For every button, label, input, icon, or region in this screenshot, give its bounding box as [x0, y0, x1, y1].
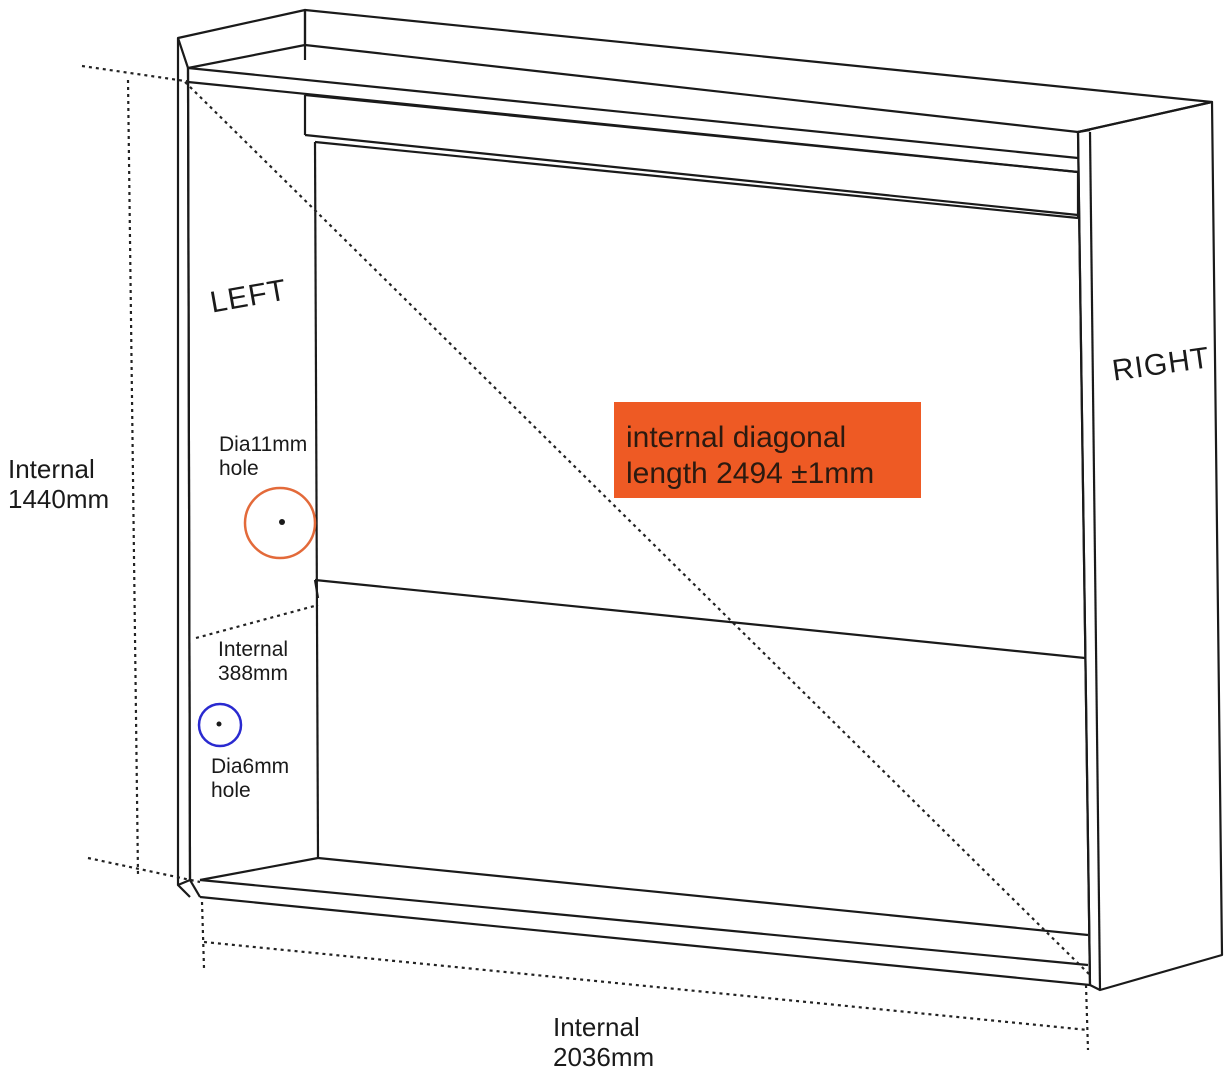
diagonal-callout-box — [614, 402, 921, 498]
right-side-panel — [1076, 100, 1224, 992]
large-hole-marker — [243, 486, 317, 560]
large-hole-center — [279, 519, 285, 525]
diagonal-callout-line1: internal diagonal — [626, 421, 847, 454]
height-dim-top-ext — [81, 64, 193, 84]
diagonal-callout-text: internal diagonal length 2494 ±1mm — [614, 402, 921, 498]
width-dim-left-ext — [200, 901, 206, 969]
width-dim-line — [203, 940, 1089, 1032]
diagonal-line — [184, 81, 1091, 976]
width-dim-right-ext — [1084, 984, 1090, 1051]
height-dimension-label: Internal 1440mm — [8, 454, 110, 514]
middle-shelf — [314, 578, 1086, 660]
bottom-panel — [317, 856, 1089, 937]
large-hole-label: Dia11mm hole — [219, 433, 308, 481]
height-dim-line — [126, 79, 140, 876]
shelf-dim-line — [195, 603, 319, 640]
height-dim-bottom-ext — [87, 856, 201, 884]
small-hole-marker — [197, 702, 243, 748]
top-rail — [304, 93, 1079, 174]
small-hole-center — [216, 721, 222, 727]
width-dimension-label: Internal 2036mm — [553, 1012, 655, 1072]
shelf-dimension-label: Internal 388mm — [218, 638, 289, 686]
top-panel — [303, 8, 1214, 134]
diagonal-callout-line2: length 2494 ±1mm — [626, 457, 875, 490]
small-hole-label: Dia6mm hole — [211, 755, 290, 803]
